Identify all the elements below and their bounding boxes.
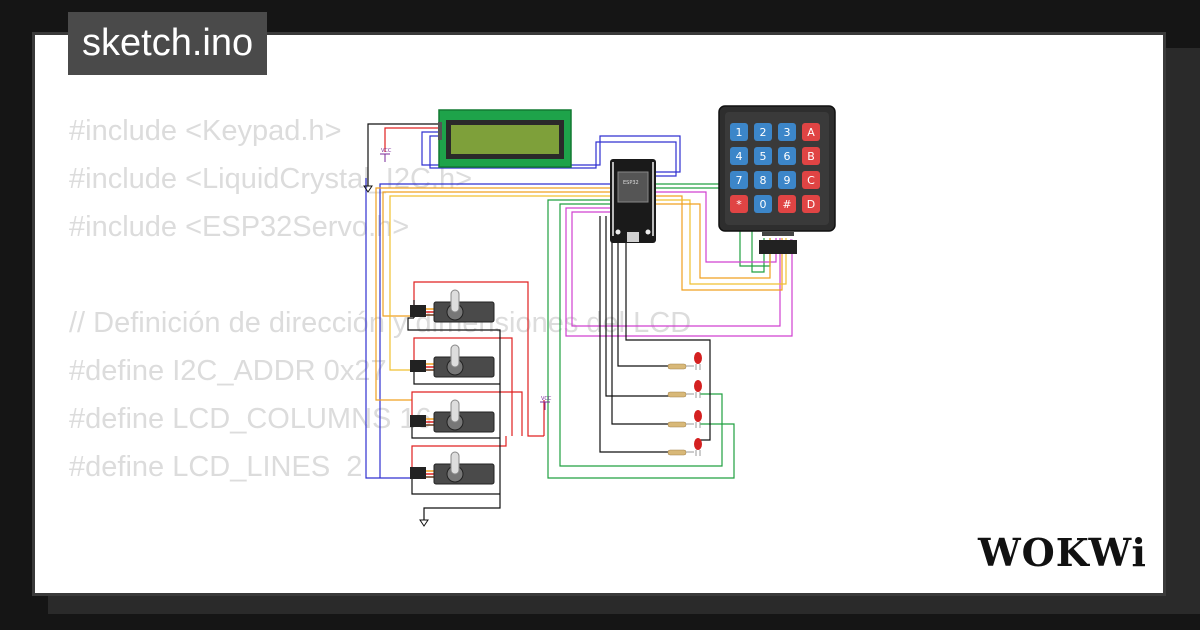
keypad-key-label: 8 <box>760 174 767 187</box>
keypad-key-label: B <box>807 150 815 163</box>
led[interactable] <box>667 380 702 398</box>
keypad-key[interactable] <box>754 195 772 213</box>
keypad-key-label: 0 <box>760 198 767 211</box>
keypad-key[interactable] <box>778 147 796 165</box>
code-line: #include <LiquidCrystal_I2C.h> <box>69 163 473 195</box>
led[interactable] <box>667 410 702 428</box>
servo-motor[interactable] <box>410 451 495 485</box>
keypad-key[interactable] <box>802 123 820 141</box>
keypad-key-label: A <box>807 126 815 139</box>
keypad-key-label: 1 <box>736 126 743 139</box>
code-line: #include <Keypad.h> <box>69 115 342 147</box>
keypad-key[interactable] <box>754 123 772 141</box>
keypad[interactable]: 1 2 3 A 4 5 6 B 7 8 9 C * 0 # D <box>718 105 836 254</box>
logo-text: WOKWi <box>977 530 1147 575</box>
keypad-key[interactable] <box>778 195 796 213</box>
keypad-key-label: 5 <box>760 150 767 163</box>
code-line: #define LCD_COLUMNS 16 <box>69 403 432 435</box>
servo-motor[interactable] <box>410 289 495 323</box>
vcc-label: VCC <box>541 396 552 402</box>
keypad-key[interactable] <box>802 195 820 213</box>
vcc-label: VCC <box>381 148 392 154</box>
keypad-key[interactable] <box>778 123 796 141</box>
lcd-display[interactable] <box>438 109 572 168</box>
keypad-key-label: 3 <box>784 126 791 139</box>
keypad-key-label: 2 <box>760 126 767 139</box>
keypad-key[interactable] <box>730 195 748 213</box>
keypad-key-label: D <box>807 198 815 211</box>
keypad-key[interactable] <box>754 171 772 189</box>
keypad-key-label: 7 <box>736 174 743 187</box>
wokwi-logo: WOKWi <box>977 530 1147 575</box>
keypad-key-label: 4 <box>736 150 743 163</box>
servo-motors <box>410 289 495 485</box>
code-line: #define LCD_LINES 2 <box>69 451 363 483</box>
keypad-key[interactable] <box>730 147 748 165</box>
keypad-key[interactable] <box>730 171 748 189</box>
keypad-key-label: 9 <box>784 174 791 187</box>
file-title: sketch.ino <box>68 12 268 75</box>
keypad-key[interactable] <box>802 171 820 189</box>
led[interactable] <box>667 352 702 370</box>
servo-motor[interactable] <box>410 344 495 378</box>
keypad-key[interactable] <box>730 123 748 141</box>
vcc-icon <box>380 153 550 410</box>
wires <box>365 123 793 520</box>
led[interactable] <box>667 438 702 456</box>
keypad-key-label: * <box>736 198 742 211</box>
keypad-key[interactable] <box>778 171 796 189</box>
code-line: #include <ESP32Servo.h> <box>69 211 410 243</box>
keypad-key-label: C <box>807 174 815 187</box>
preview-card: #include <Keypad.h> #include <LiquidCrys… <box>32 32 1166 596</box>
servo-motor[interactable] <box>410 399 495 433</box>
keypad-key[interactable] <box>802 147 820 165</box>
ground-icon <box>363 185 429 527</box>
leds <box>667 352 702 456</box>
keypad-key-label: # <box>782 198 791 211</box>
keypad-key-label: 6 <box>784 150 791 163</box>
esp32-label: ESP32 <box>623 180 639 186</box>
esp32-board[interactable] <box>610 159 656 243</box>
keypad-key[interactable] <box>754 147 772 165</box>
